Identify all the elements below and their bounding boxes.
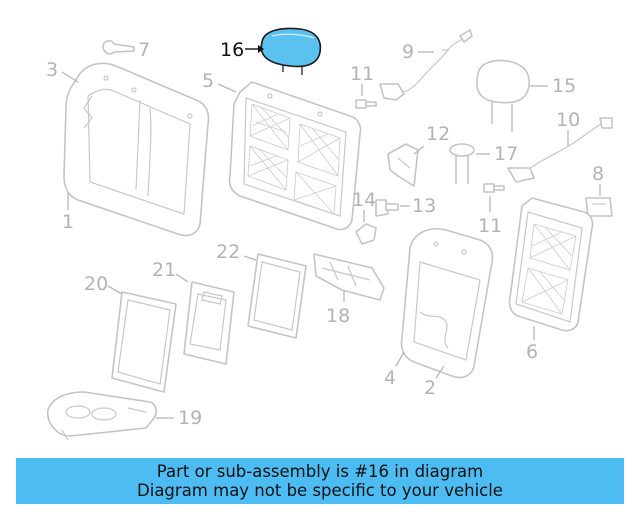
parts-diagram: 16 7 3 1 5 11 (46, 27, 613, 441)
part-9-release-cable (379, 29, 473, 101)
part-14-hinge (355, 223, 377, 245)
callout-10: 10 (556, 109, 580, 131)
callout-17: 17 (494, 143, 518, 165)
callout-16: 16 (220, 39, 244, 61)
info-banner: Part or sub-assembly is #16 in diagram D… (16, 458, 624, 504)
callout-22: 22 (216, 241, 240, 263)
callout-2: 2 (424, 377, 436, 399)
callout-1: 1 (62, 211, 74, 233)
callout-9: 9 (402, 41, 414, 63)
callout-21: 21 (152, 259, 176, 281)
part-15-headrest (476, 59, 530, 132)
callout-18: 18 (326, 305, 350, 327)
part-6-seatback-frame (508, 197, 594, 332)
callout-14: 14 (352, 189, 376, 211)
callout-12: 12 (426, 123, 450, 145)
part-11-bolt-lower (483, 183, 505, 193)
callout-11-upper: 11 (350, 63, 374, 85)
part-13-bolt (375, 199, 399, 217)
callout-19: 19 (178, 407, 202, 429)
part-5-seatback-frame (228, 81, 362, 231)
part-16-headrest[interactable] (260, 27, 322, 75)
part-20-armrest-panel (111, 291, 177, 393)
callout-5: 5 (202, 70, 214, 92)
part-19-armrest-cupholder (47, 391, 157, 441)
callout-4: 4 (384, 367, 396, 389)
part-2-seatback-cover (400, 228, 494, 379)
callout-6: 6 (526, 341, 538, 363)
callout-13: 13 (412, 195, 436, 217)
part-8-cover (585, 197, 613, 217)
part-17-headrest-guide (449, 143, 475, 184)
callout-15: 15 (552, 75, 576, 97)
part-21-armrest-lid (183, 281, 235, 365)
part-11-bolt-upper (355, 99, 377, 109)
part-3-seatback-cover (63, 62, 210, 237)
callout-3: 3 (46, 59, 58, 81)
part-22-pad (247, 253, 307, 339)
callout-8: 8 (592, 163, 604, 185)
part-18-bracket (313, 253, 385, 301)
part-7-clip (102, 40, 135, 55)
part-10-release-cable (507, 117, 613, 183)
part-12-bracket (387, 143, 419, 187)
callout-20: 20 (84, 273, 108, 295)
callout-11-lower: 11 (478, 215, 502, 237)
banner-line-2: Diagram may not be specific to your vehi… (137, 481, 503, 500)
banner-line-1: Part or sub-assembly is #16 in diagram (156, 462, 484, 481)
callout-7: 7 (138, 39, 150, 61)
